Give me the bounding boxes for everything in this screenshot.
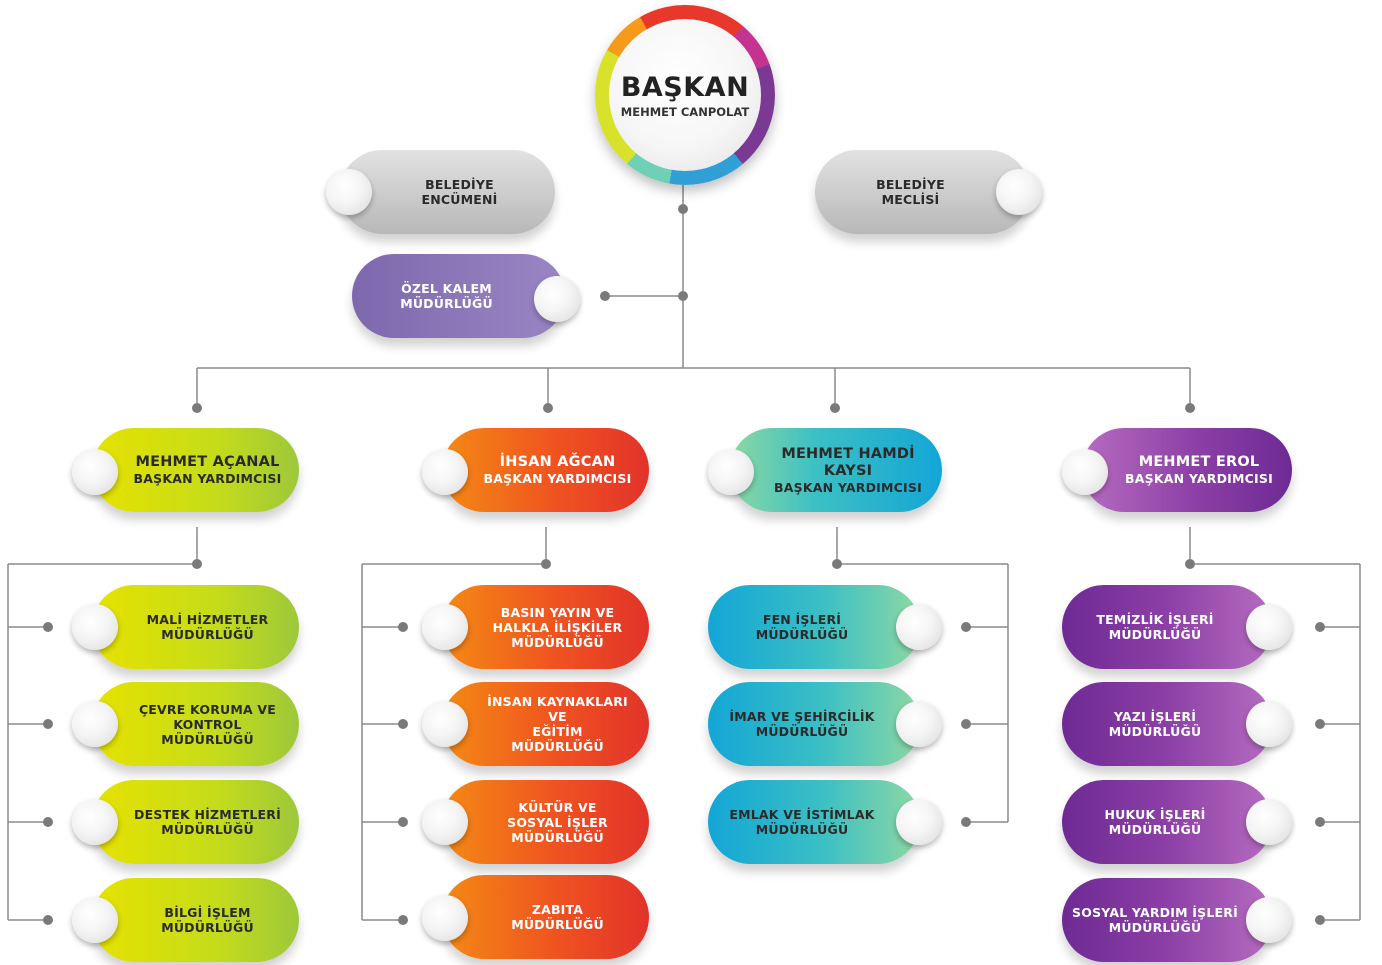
unit-label-line: MALİ HİZMETLER xyxy=(146,612,269,627)
unit-label-line: EMLAK VE İSTİMLAK xyxy=(729,807,875,822)
unit-label-line: HALKLA İLİŞKİLER xyxy=(492,619,623,635)
unit-label-line: MÜDÜRLÜĞÜ xyxy=(1108,822,1202,837)
unit-label-line: MÜDÜRLÜĞÜ xyxy=(1108,627,1202,642)
unit-label-line: FEN İŞLERİ xyxy=(762,612,842,627)
unit-node-destek-hizmetleri: DESTEK HİZMETLERİ MÜDÜRLÜĞÜ xyxy=(92,780,299,864)
unit-label-line: SOSYAL YARDIM İŞLERİ xyxy=(1072,905,1238,920)
unit-label-line: MÜDÜRLÜĞÜ xyxy=(511,634,604,650)
unit-label-line: MÜDÜRLÜĞÜ xyxy=(755,822,849,837)
unit-label-line: MÜDÜRLÜĞÜ xyxy=(161,822,254,837)
unit-label-line: ÇEVRE KORUMA VE xyxy=(138,701,277,717)
unit-label-line: MÜDÜRLÜĞÜ xyxy=(161,731,254,747)
unit-label-line: MÜDÜRLÜĞÜ xyxy=(161,627,254,642)
unit-label-line: KONTROL xyxy=(173,716,242,732)
node-knob xyxy=(996,169,1042,215)
unit-label-line: İNSAN KAYNAKLARI VE xyxy=(487,694,628,724)
node-label-line: BELEDİYE xyxy=(425,177,494,192)
node-label-line: MECLİSİ xyxy=(881,192,940,207)
unit-node-insan-kaynaklari: İNSAN KAYNAKLARI VE EĞİTİM MÜDÜRLÜĞÜ xyxy=(442,682,649,766)
unit-node-zabita: ZABITA MÜDÜRLÜĞÜ xyxy=(442,875,649,959)
unit-label-line: HUKUK İŞLERİ xyxy=(1104,807,1206,822)
deputy-node-acanal: MEHMET AÇANAL BAŞKAN YARDIMCISI xyxy=(92,428,299,512)
node-label-line: ENCÜMENİ xyxy=(421,192,498,207)
node-label-line: MÜDÜRLÜĞÜ xyxy=(400,296,493,311)
unit-node-basin-yayin: BASIN YAYIN VE HALKLA İLİŞKİLER MÜDÜRLÜĞ… xyxy=(442,585,649,669)
deputy-node-erol: MEHMET EROL BAŞKAN YARDIMCISI xyxy=(1082,428,1292,512)
node-knob xyxy=(422,701,468,747)
node-label-line: BELEDİYE xyxy=(876,177,945,192)
deputy-role: BAŞKAN YARDIMCISI xyxy=(133,471,282,486)
unit-label-line: MÜDÜRLÜĞÜ xyxy=(511,829,604,845)
unit-label-line: ZABITA xyxy=(531,902,584,917)
council-node-encumen: BELEDİYE ENCÜMENİ xyxy=(340,150,555,234)
node-knob xyxy=(72,701,118,747)
node-knob xyxy=(1246,701,1292,747)
node-knob xyxy=(1246,604,1292,650)
unit-node-emlak-istimlak: EMLAK VE İSTİMLAK MÜDÜRLÜĞÜ xyxy=(708,780,920,864)
unit-label-line: MÜDÜRLÜĞÜ xyxy=(161,920,254,935)
president-title: BAŞKAN xyxy=(620,71,750,103)
node-knob xyxy=(534,276,580,322)
node-knob xyxy=(708,449,754,495)
node-knob xyxy=(422,895,468,941)
unit-node-cevre-koruma: ÇEVRE KORUMA VE KONTROL MÜDÜRLÜĞÜ xyxy=(92,682,299,766)
deputy-role: BAŞKAN YARDIMCISI xyxy=(774,479,922,495)
deputy-name: MEHMET EROL xyxy=(1138,454,1260,470)
deputy-name: MEHMET AÇANAL xyxy=(135,454,280,470)
unit-node-yazi-isleri: YAZI İŞLERİ MÜDÜRLÜĞÜ xyxy=(1062,682,1272,766)
unit-label-line: İMAR VE ŞEHİRCİLİK xyxy=(729,709,875,724)
node-knob xyxy=(72,604,118,650)
node-knob xyxy=(896,701,942,747)
unit-label-line: MÜDÜRLÜĞÜ xyxy=(511,739,604,754)
unit-label-line: TEMİZLİK İŞLERİ xyxy=(1096,612,1214,627)
president-badge: BAŞKAN MEHMET CANPOLAT xyxy=(609,19,761,171)
node-knob xyxy=(896,604,942,650)
private-office-node: ÖZEL KALEM MÜDÜRLÜĞÜ xyxy=(352,254,565,338)
unit-label-line: MÜDÜRLÜĞÜ xyxy=(755,724,849,739)
unit-label-line: MÜDÜRLÜĞÜ xyxy=(1108,920,1202,935)
node-knob xyxy=(422,604,468,650)
deputy-name: İHSAN AĞCAN xyxy=(499,454,616,470)
unit-node-fen-isleri: FEN İŞLERİ MÜDÜRLÜĞÜ xyxy=(708,585,920,669)
unit-node-temizlik-isleri: TEMİZLİK İŞLERİ MÜDÜRLÜĞÜ xyxy=(1062,585,1272,669)
unit-label-line: EĞİTİM xyxy=(532,724,583,739)
unit-node-hukuk-isleri: HUKUK İŞLERİ MÜDÜRLÜĞÜ xyxy=(1062,780,1272,864)
node-knob xyxy=(422,449,468,495)
node-label-line: ÖZEL KALEM xyxy=(401,281,492,296)
president-node: BAŞKAN MEHMET CANPOLAT xyxy=(595,5,775,185)
deputy-node-agcan: İHSAN AĞCAN BAŞKAN YARDIMCISI xyxy=(442,428,649,512)
node-knob xyxy=(72,897,118,943)
president-name: MEHMET CANPOLAT xyxy=(620,104,750,119)
unit-label-line: MÜDÜRLÜĞÜ xyxy=(1108,724,1202,739)
unit-node-kultur-sosyal: KÜLTÜR VE SOSYAL İŞLER MÜDÜRLÜĞÜ xyxy=(442,780,649,864)
unit-label-line: YAZI İŞLERİ xyxy=(1113,709,1197,724)
node-knob xyxy=(1062,449,1108,495)
unit-label-line: BİLGİ İŞLEM xyxy=(164,905,251,920)
node-knob xyxy=(72,799,118,845)
unit-label-line: SOSYAL İŞLER xyxy=(507,814,608,830)
unit-node-imar-sehircilik: İMAR VE ŞEHİRCİLİK MÜDÜRLÜĞÜ xyxy=(708,682,920,766)
deputy-role: BAŞKAN YARDIMCISI xyxy=(1125,471,1273,486)
node-knob xyxy=(422,799,468,845)
node-knob xyxy=(1246,897,1292,943)
node-knob xyxy=(326,169,372,215)
node-knob xyxy=(1246,799,1292,845)
unit-node-bilgi-islem: BİLGİ İŞLEM MÜDÜRLÜĞÜ xyxy=(92,878,299,962)
node-knob xyxy=(896,799,942,845)
unit-label-line: KÜLTÜR VE xyxy=(518,799,597,815)
unit-node-mali-hizmetler: MALİ HİZMETLER MÜDÜRLÜĞÜ xyxy=(92,585,299,669)
deputy-role: BAŞKAN YARDIMCISI xyxy=(483,471,632,486)
council-node-meclis: BELEDİYE MECLİSİ xyxy=(815,150,1030,234)
unit-label-line: BASIN YAYIN VE xyxy=(500,604,615,620)
unit-label-line: MÜDÜRLÜĞÜ xyxy=(511,917,604,932)
unit-label-line: DESTEK HİZMETLERİ xyxy=(134,807,281,822)
unit-label-line: MÜDÜRLÜĞÜ xyxy=(755,627,849,642)
deputy-name: MEHMET HAMDİ KAYSI xyxy=(781,445,915,479)
deputy-node-kaysi: MEHMET HAMDİ KAYSI BAŞKAN YARDIMCISI xyxy=(730,428,942,512)
unit-node-sosyal-yardim: SOSYAL YARDIM İŞLERİ MÜDÜRLÜĞÜ xyxy=(1062,878,1272,962)
node-knob xyxy=(72,449,118,495)
